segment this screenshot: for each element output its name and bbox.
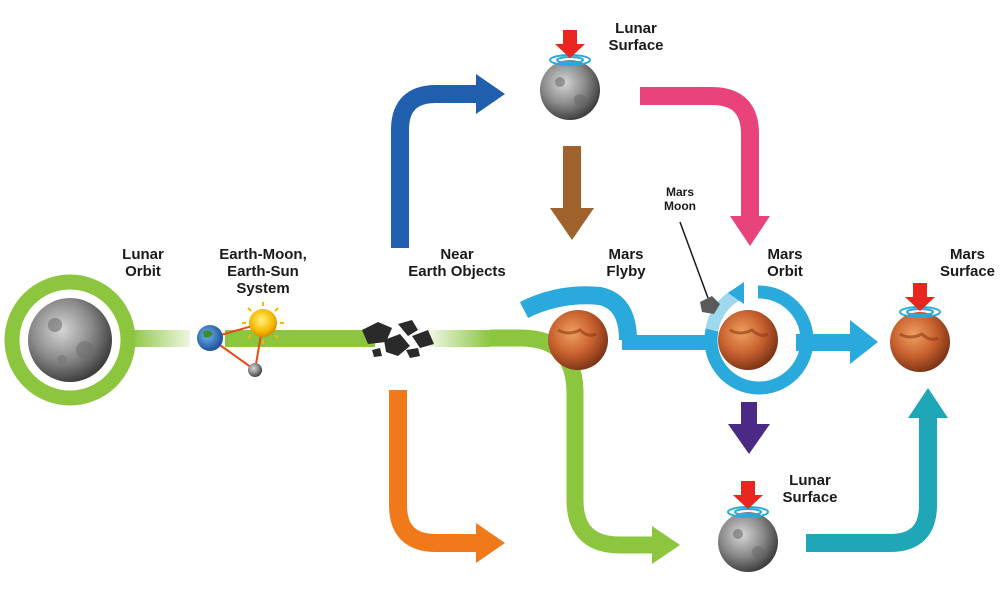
green-arrowhead <box>652 526 680 564</box>
label-near-earth-objects: Near Earth Objects <box>408 246 506 280</box>
cyan-arrow <box>796 320 878 364</box>
label-mars-orbit: Mars Orbit <box>767 246 803 280</box>
moon-icon <box>540 60 600 120</box>
label-earth-moon-sun: Earth-Moon, Earth-Sun System <box>219 246 307 297</box>
mars-icon <box>890 312 950 372</box>
asteroids-icon <box>362 320 434 358</box>
sun-icon <box>249 309 277 337</box>
cyan-flyby-arc <box>519 286 710 350</box>
label-lunar-surface-bottom: Lunar Surface <box>782 472 838 506</box>
mars-icon <box>718 310 778 370</box>
landing-marker-icon <box>555 30 585 58</box>
label-mars-moon: Mars Moon <box>664 185 696 213</box>
purple-arrow <box>728 402 770 454</box>
lunar-surface-bottom-node <box>718 481 778 572</box>
moon-small-icon <box>248 363 262 377</box>
brown-arrow <box>550 146 594 240</box>
teal-arrow <box>806 388 948 552</box>
orange-arrow <box>389 390 505 563</box>
mars-flyby-node <box>548 310 608 370</box>
mars-moon-pointer <box>679 221 709 299</box>
earth-icon <box>197 325 223 351</box>
mars-moon-icon <box>700 296 720 314</box>
lunar-orbit-node <box>4 274 136 406</box>
label-mars-flyby: Mars Flyby <box>606 246 646 280</box>
landing-marker-icon <box>733 481 763 509</box>
pink-arrow <box>640 87 770 246</box>
orbit-arrowhead <box>728 282 744 304</box>
earth-sun-system <box>197 302 284 377</box>
mars-icon <box>548 310 608 370</box>
label-lunar-surface-top: Lunar Surface <box>608 20 664 54</box>
moon-icon <box>28 298 112 382</box>
moon-icon <box>718 512 778 572</box>
mars-orbit-node <box>679 221 814 395</box>
mars-surface-node <box>890 283 950 372</box>
blue-arrow <box>391 74 505 248</box>
lunar-surface-top-node <box>540 30 600 120</box>
label-mars-surface: Mars Surface <box>939 246 996 280</box>
landing-marker-icon <box>905 283 935 311</box>
label-lunar-orbit: Lunar Orbit <box>122 246 164 280</box>
